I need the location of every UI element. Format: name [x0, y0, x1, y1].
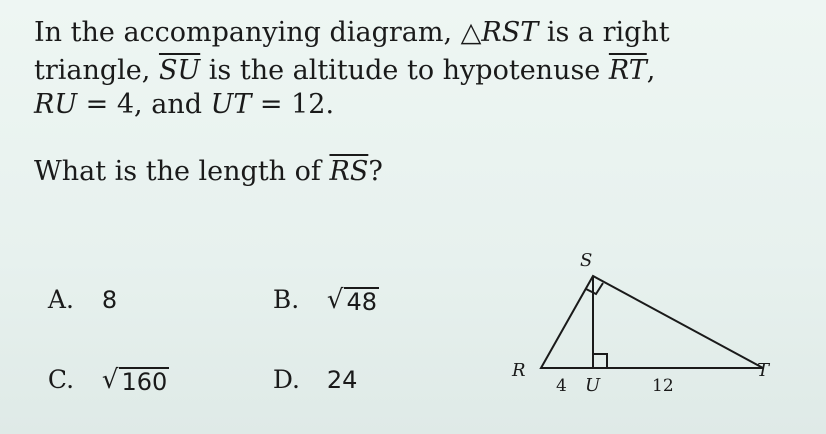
- radicand: 48: [344, 287, 380, 316]
- statement-line-1: In the accompanying diagram, △RST is a r…: [34, 18, 670, 48]
- statement-text: triangle,: [34, 55, 159, 86]
- choice-b[interactable]: B. √48: [257, 255, 380, 316]
- vertex-s-label: S: [580, 250, 592, 271]
- segment-rs: RS: [329, 156, 369, 187]
- radical: √48: [326, 285, 380, 316]
- choice-a[interactable]: A. 8: [32, 255, 117, 315]
- segment-ut-label: UT: [210, 89, 252, 120]
- choice-value: 24: [326, 366, 358, 394]
- triangle-name: RST: [481, 17, 539, 48]
- statement-text: is a right: [538, 17, 670, 48]
- statement-line-3: RU = 4, and UT = 12.: [34, 90, 334, 120]
- choice-letter: D.: [272, 365, 301, 394]
- choice-value: 8: [101, 286, 118, 314]
- question-text: What is the length of: [34, 156, 330, 187]
- ru-length-label: 4: [556, 376, 567, 396]
- segment-su: SU: [158, 55, 201, 86]
- choice-d[interactable]: D. 24: [257, 335, 358, 395]
- vertex-r-label: R: [511, 360, 526, 381]
- segment-rt: RT: [608, 55, 647, 86]
- right-angle-mark-u: [593, 353, 608, 368]
- vertex-t-label: T: [757, 360, 771, 381]
- statement-line-2: triangle, SU is the altitude to hypotenu…: [34, 56, 655, 86]
- choice-letter: B.: [272, 285, 300, 314]
- radical: √160: [101, 365, 170, 396]
- sqrt-symbol: √: [101, 365, 119, 395]
- right-angle-mark-s: [585, 282, 604, 296]
- question-line: What is the length of RS?: [34, 157, 383, 187]
- statement-text: = 12.: [251, 89, 335, 120]
- statement-text: is the altitude to hypotenuse: [200, 55, 609, 86]
- triangle-rst: [539, 274, 764, 369]
- statement-text: ,: [646, 55, 656, 86]
- sqrt-symbol: √: [326, 285, 344, 315]
- choice-letter: A.: [47, 285, 74, 314]
- ut-length-label: 12: [652, 376, 674, 396]
- point-u-label: U: [585, 375, 601, 396]
- statement-text: = 4, and: [77, 89, 211, 120]
- question-text: ?: [368, 156, 383, 187]
- segment-ru-label: RU: [34, 89, 78, 120]
- statement-text: In the accompanying diagram,: [34, 17, 461, 48]
- choice-letter: C.: [47, 365, 75, 394]
- radicand: 160: [119, 367, 170, 396]
- triangle-symbol: △: [460, 17, 482, 48]
- choice-c[interactable]: C. √160: [32, 335, 170, 396]
